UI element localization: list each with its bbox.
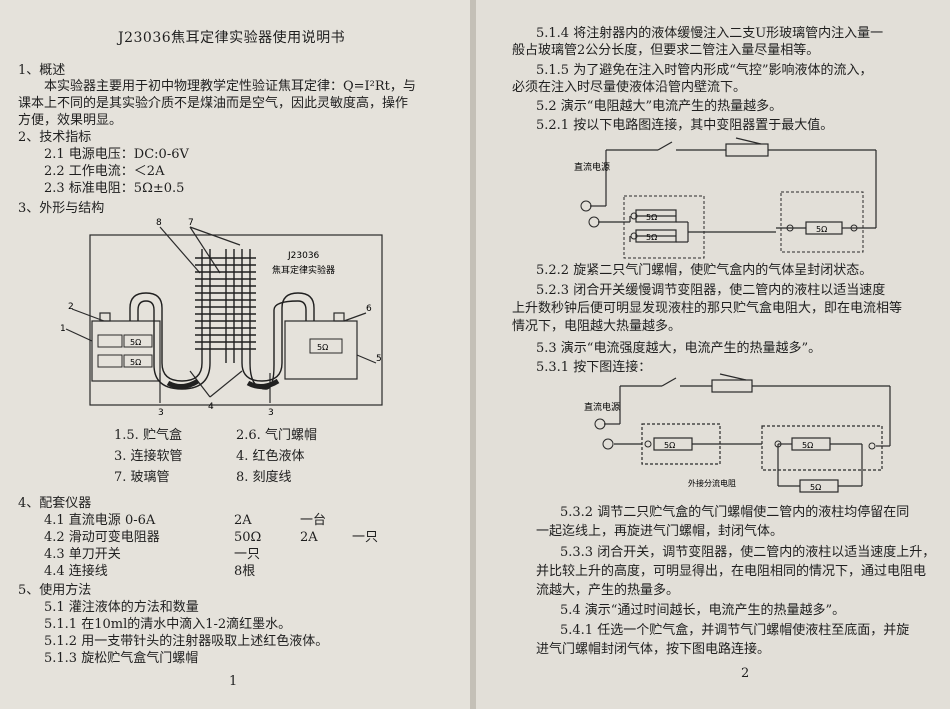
circuit-diagram-1: 直流电源 5Ω 5Ω 5Ω <box>574 137 877 259</box>
step-5-2-1: 5.2.1 按以下电路图连接，其中变阻器置于最大值。 <box>536 118 834 133</box>
section-4-heading: 4、配套仪器 <box>18 496 92 511</box>
device-diagram: 5Ω 5Ω 5Ω J23036 焦耳定律实验器 2 1 3 3 4 5 6 7 … <box>60 218 383 418</box>
part-red-liquid: 4. 红色液体 <box>236 449 305 464</box>
binding-gutter <box>470 0 476 709</box>
step-5-3-3-line-3: 流越大，产生的热量多。 <box>536 583 680 598</box>
equipment-4-name: 4.4 连接线 <box>44 564 108 579</box>
terminal-bottom-icon-2 <box>602 438 614 450</box>
overview-line-1: 本实验器主要用于初中物理教学定性验证焦耳定律：Q=I²Rt，与 <box>44 79 416 94</box>
step-5-1-3: 5.1.3 旋松贮气盒气门螺帽 <box>44 651 199 666</box>
page-2: 5.1.4 将注射器内的液体缓慢注入二支U形玻璃管内注入量一 般占玻璃管2公分长… <box>476 0 950 709</box>
section-3-heading: 3、外形与结构 <box>18 201 105 216</box>
circuit-1-power-label: 直流电源 <box>574 161 610 173</box>
terminal-top-icon-2 <box>594 418 606 430</box>
step-5-1-4-line-1: 5.1.4 将注射器内的液体缓慢注入二支U形玻璃管内注入量一 <box>536 26 884 41</box>
callout-8: 8 <box>156 218 162 228</box>
callout-6: 6 <box>366 304 372 314</box>
step-5-2-3-line-1: 5.2.3 闭合开关缓慢调节变阻器，使二管内的液柱以适当速度 <box>536 283 886 298</box>
valve-nut-right-icon <box>333 312 345 322</box>
device-model: J23036 <box>287 251 320 261</box>
step-5-2-3-line-3: 情况下，电阻越大热量越多。 <box>512 319 682 334</box>
terminal-top-icon <box>580 200 592 212</box>
part-hose: 3. 连接软管 <box>114 449 183 464</box>
equipment-1-spec: 2A <box>234 513 252 528</box>
device-name: 焦耳定律实验器 <box>272 264 335 276</box>
callout-3-right: 3 <box>268 408 274 418</box>
equipment-2-rating: 2A <box>300 530 318 545</box>
circuit-1-r1: 5Ω <box>646 213 657 222</box>
circuit-2-r1: 5Ω <box>664 441 675 450</box>
circuit-2-r3: 5Ω <box>810 483 821 492</box>
section-2-heading: 2、技术指标 <box>18 130 92 145</box>
step-5-1-1: 5.1.1 在10ml的清水中滴入1-2滴红墨水。 <box>44 617 292 632</box>
document-title: J23036焦耳定律实验器使用说明书 <box>118 30 346 46</box>
resistor-left-bottom-icon <box>123 354 153 368</box>
step-5-1-4-line-2: 般占玻璃管2公分长度，但要求二管注入量尽量相等。 <box>512 43 820 58</box>
page-1: J23036焦耳定律实验器使用说明书 1、概述 本实验器主要用于初中物理教学定性… <box>0 0 470 709</box>
resistor-right-icon <box>309 338 343 354</box>
equipment-3-qty: 一只 <box>234 547 261 562</box>
spec-current: 2.2 工作电流：＜2A <box>44 164 165 179</box>
section-5-3-heading: 5.3 演示“电流强度越大，电流产生的热量越多”。 <box>536 341 822 356</box>
step-5-3-3-line-2: 并比较上升的高度，可明显得出，在电阻相同的情况下，通过电阻电 <box>536 564 927 579</box>
diagram-resistor-label-3: 5Ω <box>317 343 328 352</box>
circuit-diagram-2: 直流电源 5Ω 5Ω 5Ω 外接分流电阻 <box>584 373 891 493</box>
page-number-1: 1 <box>229 674 238 689</box>
callout-3-left: 3 <box>158 408 164 418</box>
part-air-box: 1.5. 贮气盒 <box>114 428 182 443</box>
terminal-left-bottom-icon <box>97 354 123 368</box>
step-5-3-3-line-1: 5.3.3 闭合开关，调节变阻器，使二管内的液柱以适当速度上升， <box>560 545 936 560</box>
step-5-2-3-line-2: 上升数秒钟后便可明显发现液柱的那只贮气盒电阻大，即在电流相等 <box>512 301 903 316</box>
diagram-resistor-label-1: 5Ω <box>130 338 141 347</box>
diagram-resistor-label-2: 5Ω <box>130 358 141 367</box>
external-shunt-label: 外接分流电阻 <box>688 478 736 488</box>
section-5-1-heading: 5.1 灌注液体的方法和数量 <box>44 600 199 615</box>
circuit-1-r2: 5Ω <box>646 233 657 242</box>
callout-1: 1 <box>60 324 66 334</box>
step-5-3-1: 5.3.1 按下图连接： <box>536 360 652 375</box>
section-1-heading: 1、概述 <box>18 63 66 78</box>
step-5-3-2-line-2: 一起迄线上，再旋进气门螺帽，封闭气体。 <box>536 524 784 539</box>
spec-resistance: 2.3 标准电阻：5Ω±0.5 <box>44 181 185 196</box>
callout-2: 2 <box>68 302 74 312</box>
part-scale-lines: 8. 刻度线 <box>236 470 292 485</box>
equipment-2-spec: 50Ω <box>234 530 262 545</box>
part-glass-tube: 7. 玻璃管 <box>114 470 170 485</box>
circuit-2-r2: 5Ω <box>802 441 813 450</box>
step-5-4-1-line-2: 进气门螺帽封闭气体，按下图电路连接。 <box>536 642 771 657</box>
callout-4: 4 <box>208 402 214 412</box>
terminal-bottom-icon <box>588 216 600 228</box>
step-5-1-5-line-2: 必须在注入时尽量使液体沿管内壁流下。 <box>512 80 747 95</box>
overview-line-3: 方便，效果明显。 <box>18 113 123 128</box>
resistor-left-top-icon <box>123 334 153 348</box>
valve-nut-left-icon <box>99 312 111 322</box>
step-5-2-2: 5.2.2 旋紧二只气门螺帽，使贮气盒内的气体呈封闭状态。 <box>536 263 873 278</box>
section-5-2-heading: 5.2 演示“电阻越大”电流产生的热量越多。 <box>536 99 783 114</box>
terminal-left-top-icon <box>97 334 123 348</box>
equipment-1-name: 4.1 直流电源 0-6A <box>44 513 156 528</box>
section-5-heading: 5、使用方法 <box>18 583 92 598</box>
step-5-3-2-line-1: 5.3.2 调节二只贮气盒的气门螺帽使二管内的液柱均停留在同 <box>560 505 910 520</box>
circuit-2-power-label: 直流电源 <box>584 401 620 413</box>
step-5-1-2: 5.1.2 用一支带针头的注射器吸取上述红色液体。 <box>44 634 329 649</box>
equipment-2-name: 4.2 滑动可变电阻器 <box>44 530 160 545</box>
equipment-2-qty: 一只 <box>352 530 379 545</box>
circuit-1-r3: 5Ω <box>816 225 827 234</box>
part-valve-nut: 2.6. 气门螺帽 <box>236 428 317 443</box>
equipment-3-name: 4.3 单刀开关 <box>44 547 121 562</box>
page-number-2: 2 <box>741 666 750 681</box>
equipment-4-qty: 8根 <box>234 564 256 579</box>
callout-7: 7 <box>188 218 194 228</box>
spec-voltage: 2.1 电源电压：DC:0-6V <box>44 147 189 162</box>
overview-line-2: 课本上不同的是其实验介质不是煤油而是空气，因此灵敏度高，操作 <box>18 96 409 111</box>
section-5-4-heading: 5.4 演示“通过时间越长，电流产生的热量越多”。 <box>560 603 846 618</box>
callout-5: 5 <box>376 354 382 364</box>
step-5-4-1-line-1: 5.4.1 任选一个贮气盒，并调节气门螺帽使液柱至底面，并旋 <box>560 623 910 638</box>
equipment-1-qty: 一台 <box>300 513 327 528</box>
step-5-1-5-line-1: 5.1.5 为了避免在注入时管内形成“气控”影响液体的流入， <box>536 63 873 78</box>
